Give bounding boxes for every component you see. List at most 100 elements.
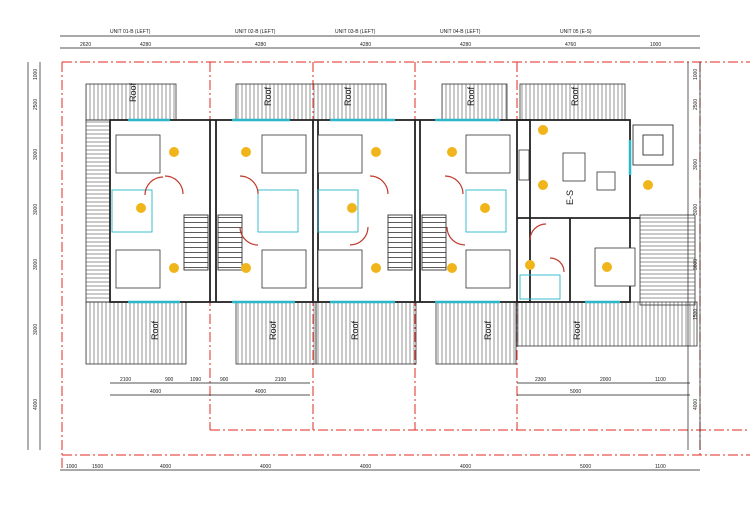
- bottom-dim-seg: 4000: [255, 389, 266, 395]
- top-dimensions: UNIT 01-B (LEFT) UNIT 02-B (LEFT) UNIT 0…: [60, 29, 700, 49]
- top-dim-title: UNIT 04-B (LEFT): [440, 29, 481, 35]
- bed: [115, 249, 161, 289]
- doors: [144, 175, 565, 273]
- top-dim-seg: 2620: [80, 42, 91, 48]
- unit-label: E-S: [565, 190, 575, 205]
- left-dim: 3000: [33, 204, 39, 215]
- right-dim: 3000: [693, 159, 699, 170]
- bed: [465, 134, 511, 174]
- left-dim: 1000: [33, 69, 39, 80]
- overall-dim: 4000: [460, 464, 471, 470]
- bottom-dim-seg: 4000: [150, 389, 161, 395]
- overall-dim: 4000: [360, 464, 371, 470]
- bottom-dim-seg: 2100: [275, 377, 286, 383]
- bed: [317, 134, 363, 174]
- bed: [594, 247, 636, 287]
- roof-bottom-4: [435, 301, 517, 365]
- walls: [109, 119, 640, 303]
- left-dim: 4000: [33, 399, 39, 410]
- top-dim-seg: 4280: [140, 42, 151, 48]
- overall-dim: 4000: [160, 464, 171, 470]
- left-dim: 3000: [33, 149, 39, 160]
- roof-label: Roof: [570, 86, 580, 106]
- top-dim-title: UNIT 02-B (LEFT): [235, 29, 276, 35]
- top-dim-title: UNIT 05 (E-S): [560, 29, 592, 35]
- right-dim: 1500: [693, 309, 699, 320]
- roof-label: Roof: [466, 86, 476, 106]
- right-dim: 3000: [693, 204, 699, 215]
- bottom-roofs: [85, 119, 698, 365]
- room-markers: [136, 125, 653, 273]
- overall-dim: 5000: [580, 464, 591, 470]
- right-dimensions: 1000 2500 3000 3000 3000 1500 4000: [687, 62, 701, 450]
- roof-labels: Roof Roof Roof Roof Roof Roof Roof Roof …: [128, 82, 582, 340]
- bed: [261, 134, 307, 174]
- roof-top-2: [235, 83, 387, 121]
- roof-label: Roof: [263, 86, 273, 106]
- roof-bottom-5: [516, 301, 698, 347]
- roof-top-3: [441, 83, 508, 121]
- roof-label: Roof: [483, 320, 493, 340]
- roof-side-left: [85, 119, 111, 303]
- windows: [128, 118, 632, 304]
- bottom-dim-seg: 2000: [600, 377, 611, 383]
- top-dim-title: UNIT 01-B (LEFT): [110, 29, 151, 35]
- top-dim-seg: 1000: [650, 42, 661, 48]
- bottom-dim-seg: 900: [165, 377, 174, 383]
- bottom-dimensions: 2100 900 1090 900 2100 2300 2000 1100 40…: [60, 377, 700, 471]
- stair: [217, 214, 243, 271]
- right-dim: 3000: [693, 259, 699, 270]
- bathrooms: [111, 189, 561, 300]
- roof-label: Roof: [343, 86, 353, 106]
- roof-label: Roof: [150, 320, 160, 340]
- overall-dim: 1000: [66, 464, 77, 470]
- balcony-table: [632, 124, 674, 166]
- top-dim-seg: 4280: [460, 42, 471, 48]
- left-dim: 2500: [33, 99, 39, 110]
- bed: [317, 249, 363, 289]
- furniture: [115, 134, 636, 289]
- roof-bottom-1: [85, 301, 187, 365]
- roof-label: Roof: [350, 320, 360, 340]
- overall-dim: 1500: [92, 464, 103, 470]
- roof-label: Roof: [268, 320, 278, 340]
- stair: [387, 214, 413, 271]
- bottom-dim-seg: 2300: [535, 377, 546, 383]
- building-outline: [109, 119, 531, 303]
- stair: [183, 214, 209, 271]
- top-roofs: [85, 83, 626, 121]
- top-dim-seg: 4280: [255, 42, 266, 48]
- bed: [465, 249, 511, 289]
- bottom-dim-seg: 1090: [190, 377, 201, 383]
- bottom-dim-seg: 2100: [120, 377, 131, 383]
- roof-bottom-2: [235, 301, 317, 365]
- left-dimensions: 1000 2500 3000 3000 3000 3000 4000: [27, 62, 41, 450]
- bed: [115, 134, 161, 174]
- right-dim: 4000: [693, 399, 699, 410]
- left-dim: 3000: [33, 259, 39, 270]
- top-dim-title: UNIT 03-B (LEFT): [335, 29, 376, 35]
- bottom-dim-seg: 5000: [570, 389, 581, 395]
- bed: [261, 249, 307, 289]
- roof-bottom-3: [315, 301, 417, 365]
- overall-dim: 4000: [260, 464, 271, 470]
- roof-side-right: [639, 214, 696, 306]
- roof-label: Roof: [128, 82, 138, 102]
- sofa: [562, 152, 586, 182]
- bottom-dim-seg: 1100: [655, 377, 666, 383]
- top-dim-seg: 4280: [360, 42, 371, 48]
- stair: [421, 214, 447, 271]
- armchair: [596, 171, 616, 191]
- roof-top-1: [85, 83, 177, 121]
- right-dim: 2500: [693, 99, 699, 110]
- top-dim-seg: 4760: [565, 42, 576, 48]
- left-dim: 3000: [33, 324, 39, 335]
- bottom-dim-seg: 900: [220, 377, 229, 383]
- kitchen-counter: [518, 149, 530, 181]
- es-unit-outline: [516, 119, 631, 303]
- roof-label: Roof: [572, 320, 582, 340]
- stairs: [183, 214, 447, 271]
- right-dim: 1000: [693, 69, 699, 80]
- overall-dim: 1100: [655, 464, 666, 470]
